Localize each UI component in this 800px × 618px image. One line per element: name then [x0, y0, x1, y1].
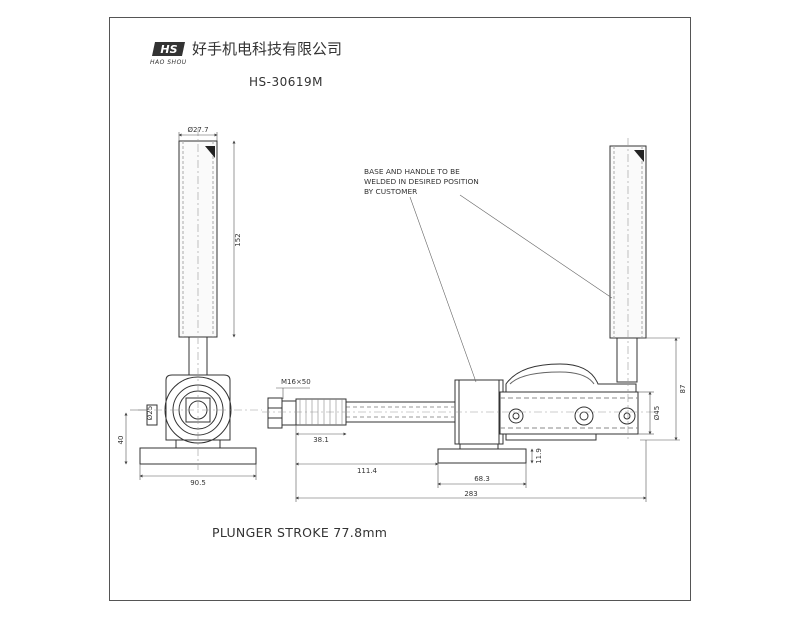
grip-end-mark [205, 146, 215, 158]
thread-label: M16×50 [281, 378, 311, 386]
front-hex-nut-1 [267, 397, 283, 429]
dim-base-thk: 11.9 [535, 448, 543, 464]
dim-base-len: 68.3 [474, 475, 490, 483]
dim-handle-len: 152 [234, 233, 242, 246]
front-hex-nut-2 [281, 400, 297, 426]
front-pivot-hole-3 [618, 407, 636, 425]
dim-body-dia: Ø45 [653, 406, 661, 420]
side-view [138, 128, 262, 470]
front-view [262, 138, 660, 464]
dim-handle-dia: Ø27.7 [187, 126, 208, 134]
note-line-3: BY CUSTOMER [364, 187, 418, 196]
drawing-frame [109, 17, 691, 601]
note-leaders [409, 194, 613, 383]
note-line-1: BASE AND HANDLE TO BE [364, 167, 460, 176]
dim-total-len: 283 [464, 490, 477, 498]
hs-logo: HS [152, 42, 185, 56]
logo-text: HS [160, 43, 177, 56]
front-pivot-hole-2 [574, 406, 594, 426]
dim-plunger-ext: 111.4 [357, 467, 378, 475]
company-name: 好手机电科技有限公司 [192, 40, 343, 58]
plunger-stroke-note: PLUNGER STROKE 77.8mm [212, 525, 388, 540]
note-line-2: WELDED IN DESIRED POSITION [364, 177, 479, 186]
dim-pivot-dia: Ø25 [146, 406, 154, 420]
dim-total-height: 87 [679, 385, 687, 394]
front-body-block [454, 379, 504, 445]
front-view-dimensions [295, 337, 680, 502]
dim-base-width: 90.5 [190, 479, 206, 487]
logo-badge [152, 42, 185, 56]
dim-thread-len: 38.1 [313, 436, 329, 444]
welding-note: BASE AND HANDLE TO BE WELDED IN DESIRED … [364, 167, 479, 197]
front-handle-shaft [616, 337, 638, 383]
thread-callout [276, 387, 310, 399]
front-base-plate [437, 448, 527, 464]
side-view-dimensions [124, 132, 257, 480]
model-number: HS-30619M [249, 75, 323, 89]
dim-side-height: 40 [117, 436, 125, 445]
front-body-tube [499, 391, 639, 435]
side-pin [146, 404, 158, 426]
logo-subtitle: HAO SHOU [150, 59, 187, 66]
front-pivot-hole-1 [508, 408, 524, 424]
